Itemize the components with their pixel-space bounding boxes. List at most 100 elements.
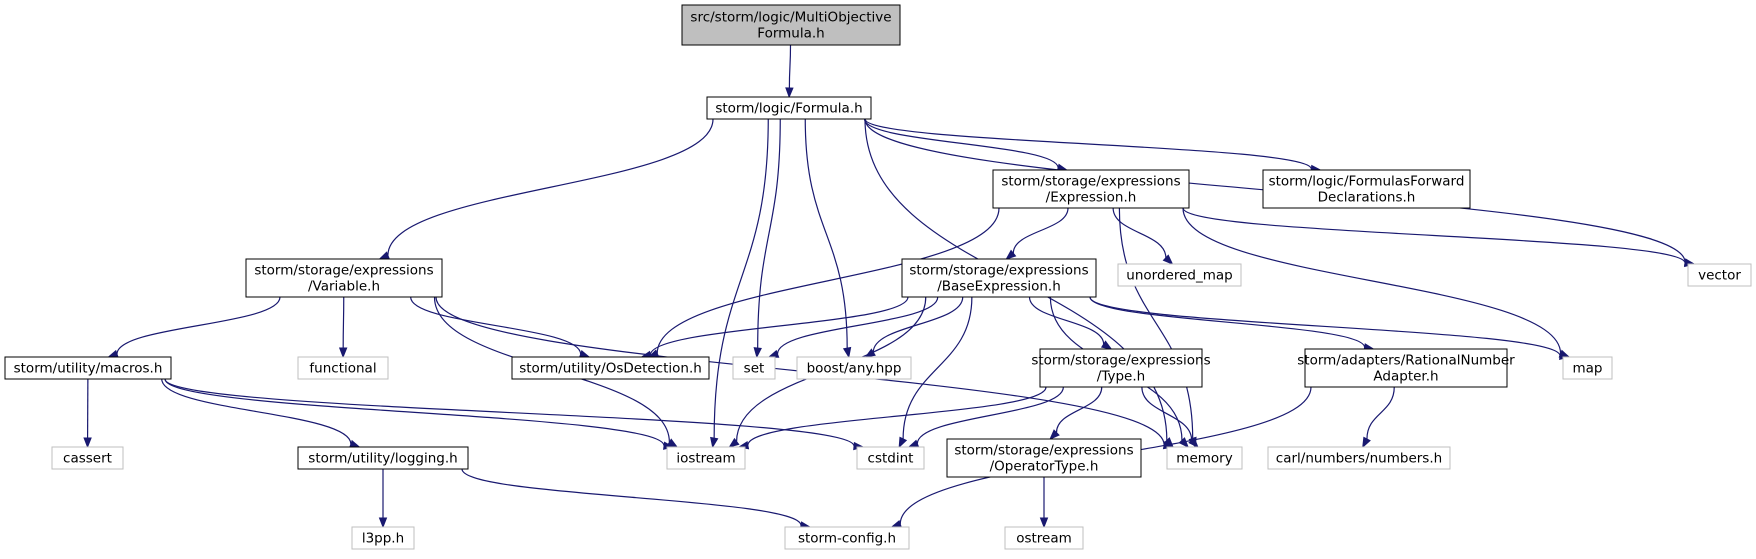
node-label-line: Adapter.h [1373, 369, 1438, 385]
arrowhead-icon [767, 349, 780, 358]
node-type[interactable]: storm/storage/expressions/Type.h [1031, 348, 1211, 388]
edge-line [757, 118, 781, 349]
arrowhead-icon [890, 519, 903, 529]
arrowhead-icon [753, 347, 762, 359]
node-box [511, 356, 710, 380]
node-box [297, 356, 389, 380]
node-iostream: iostream [666, 446, 746, 470]
edge-line [713, 118, 769, 439]
edge-line [1089, 296, 1366, 348]
node-label-line: vector [1698, 268, 1741, 284]
edge-variable-to-osdetection [410, 296, 591, 358]
edge-baseexpression-to-boostany [864, 296, 964, 358]
arrowhead-icon [1039, 517, 1049, 529]
edge-formula-to-expression [863, 118, 1069, 172]
node-box [1117, 263, 1242, 287]
edge-line [776, 296, 939, 355]
node-box [681, 4, 901, 46]
edge-line [342, 296, 345, 349]
node-box [1267, 446, 1451, 470]
node-label-line: map [1573, 361, 1603, 377]
edge-formula-to-formulasforward [864, 118, 1322, 174]
edge-line [1012, 207, 1069, 254]
arrowhead-icon [1049, 429, 1060, 440]
edge-rationalnumber-to-carlnumbers [1362, 386, 1395, 449]
node-unordered_map: unordered_map [1117, 263, 1242, 287]
node-cassert: cassert [51, 446, 124, 470]
node-label-line: storm/adapters/RationalNumber [1297, 353, 1515, 369]
node-label-line: unordered_map [1126, 268, 1232, 284]
node-ostream: ostream [1004, 526, 1084, 550]
arrowhead-icon [378, 517, 388, 529]
node-box [351, 526, 415, 550]
node-carlnumbers: carl/numbers/numbers.h [1267, 446, 1451, 470]
node-label-line: set [744, 361, 765, 377]
edge-line [1366, 386, 1395, 440]
edge-line [116, 296, 281, 355]
node-formula[interactable]: storm/logic/Formula.h [706, 96, 872, 120]
edge-line [1182, 207, 1562, 354]
edges-layer [83, 44, 1696, 530]
edge-line [916, 386, 1064, 444]
node-label-line: ostream [1016, 531, 1072, 547]
node-memory: memory [1166, 446, 1243, 470]
edge-expression-to-baseexpression [1005, 207, 1069, 260]
node-label-line: storm/storage/expressions [1001, 174, 1180, 190]
arrowhead-icon [107, 349, 119, 358]
arrowhead-icon [83, 437, 92, 449]
node-label-line: storm/utility/logging.h [308, 451, 457, 467]
node-operatortype[interactable]: storm/storage/expressions/OperatorType.h [946, 438, 1142, 478]
edge-formula-to-variable [378, 118, 714, 260]
edge-macros-to-cassert [83, 378, 92, 449]
edge-line [461, 468, 802, 526]
node-label-line: storm/storage/expressions [909, 263, 1088, 279]
node-label-line: boost/any.hpp [807, 361, 902, 377]
edge-operatortype-to-ostream [1039, 477, 1049, 529]
node-osdetection[interactable]: storm/utility/OsDetection.h [511, 356, 710, 380]
node-box [245, 258, 443, 298]
edge-baseexpression-to-cstdint [898, 296, 973, 449]
node-box [1562, 356, 1613, 380]
node-box [297, 446, 469, 470]
arrowhead-icon [338, 347, 348, 359]
arrowhead-icon [842, 346, 852, 359]
node-vector: vector [1687, 263, 1752, 287]
node-label-line: storm/storage/expressions [954, 443, 1133, 459]
node-formulasforward[interactable]: storm/logic/FormulasForwardDeclarations.… [1262, 169, 1471, 209]
node-box [732, 356, 776, 380]
node-expression[interactable]: storm/storage/expressions/Expression.h [992, 169, 1190, 209]
node-box [1687, 263, 1752, 287]
node-box [1262, 169, 1471, 209]
node-box [796, 356, 912, 380]
node-stormconfig: storm-config.h [784, 526, 910, 550]
node-box [4, 356, 172, 380]
node-baseexpression[interactable]: storm/storage/expressions/BaseExpression… [901, 258, 1097, 298]
node-box [784, 526, 910, 550]
arrowhead-icon [728, 437, 740, 448]
node-label-line: iostream [676, 451, 735, 467]
node-label-line: l3pp.h [362, 531, 404, 547]
node-logging[interactable]: storm/utility/logging.h [297, 446, 469, 470]
node-macros[interactable]: storm/utility/macros.h [4, 356, 172, 380]
edge-line [1141, 386, 1193, 441]
node-label-line: storm/utility/OsDetection.h [519, 361, 702, 377]
node-label-line: storm-config.h [798, 531, 896, 547]
arrowhead-icon [898, 436, 908, 449]
node-label-line: carl/numbers/numbers.h [1276, 451, 1442, 467]
edge-expression-to-unordered_map [1112, 207, 1174, 265]
edge-baseexpression-to-rationalnumber [1089, 296, 1375, 352]
node-variable[interactable]: storm/storage/expressions/Variable.h [245, 258, 443, 298]
node-label-line: storm/utility/macros.h [14, 361, 163, 377]
node-box [1304, 348, 1508, 388]
node-functional: functional [297, 356, 389, 380]
arrowhead-icon [578, 349, 591, 358]
node-label-line: /Expression.h [1046, 190, 1137, 206]
edge-line [387, 118, 714, 256]
node-box [1004, 526, 1084, 550]
edge-line [747, 386, 1047, 446]
arrowhead-icon [1162, 254, 1174, 265]
